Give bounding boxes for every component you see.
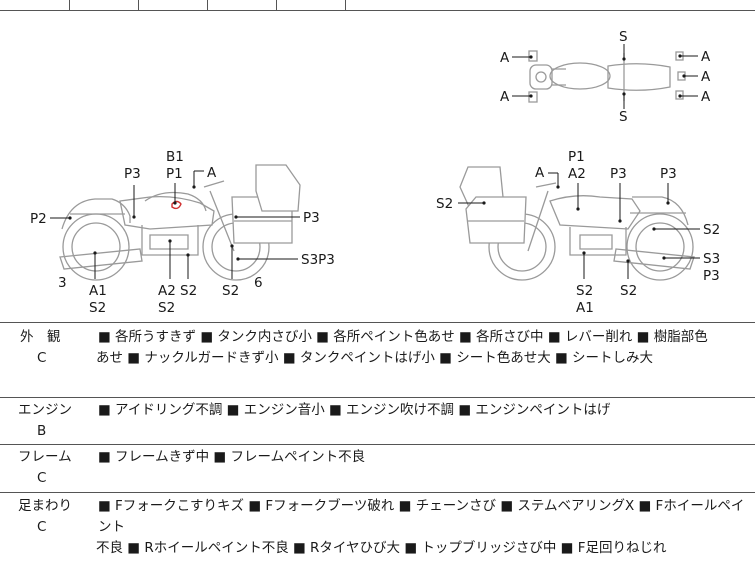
left-label: P3 <box>124 166 141 182</box>
right-label: A1 <box>576 300 594 316</box>
row-header: 外 観 C <box>0 327 90 369</box>
right-label: S2 <box>703 222 720 238</box>
left-label: S2 <box>180 283 197 299</box>
grade-label: B <box>37 423 47 439</box>
right-view-bike <box>459 166 695 281</box>
top-cell <box>138 0 208 10</box>
left-label: B1 <box>166 149 184 165</box>
row-description: ■ Fフォークこすりキズ ■ Fフォークブーツ破れ ■ チェーンさび ■ ステム… <box>96 496 748 559</box>
right-view-leaders <box>458 172 700 279</box>
left-label: P2 <box>30 211 47 227</box>
damage-diagram: S A A A A A S <box>0 11 755 323</box>
row-description: ■ フレームきず中 ■ フレームペイント不良 <box>98 447 748 468</box>
right-label: P3 <box>610 166 627 182</box>
top-cell <box>276 0 346 10</box>
left-label: S2 <box>89 300 106 316</box>
grade-label: C <box>37 519 47 535</box>
right-label: S3 <box>703 251 720 267</box>
top-cell <box>69 0 139 10</box>
right-label: S2 <box>436 196 453 212</box>
top-divider <box>0 10 755 11</box>
left-label: S3P3 <box>301 252 335 268</box>
table-row: エンジン B ■ アイドリング不調 ■ エンジン音小 ■ エンジン吹け不調 ■ … <box>0 397 755 445</box>
left-label: 3 <box>58 275 67 291</box>
row-description: ■ 各所うすきず ■ タンク内さび小 ■ 各所ペイント色あせ ■ 各所さび中 ■… <box>96 327 748 369</box>
left-label: 6 <box>254 275 263 291</box>
top-view-leaders <box>512 44 698 109</box>
right-label: P3 <box>660 166 677 182</box>
right-label: S2 <box>620 283 637 299</box>
table-top-row <box>0 0 755 11</box>
left-label: S2 <box>222 283 239 299</box>
grade-label: C <box>37 470 47 486</box>
category-label: フレーム <box>18 449 72 465</box>
top-label: A <box>701 49 711 65</box>
category-label: 外 観 <box>20 329 61 345</box>
left-view-bike <box>59 164 301 281</box>
top-label: A <box>701 89 711 105</box>
top-label: S <box>619 109 628 125</box>
row-description: ■ アイドリング不調 ■ エンジン音小 ■ エンジン吹け不調 ■ エンジンペイン… <box>98 400 748 421</box>
diagram-svg: S A A A A A S <box>30 29 720 316</box>
right-label: A <box>535 165 545 181</box>
description-line: 不良 ■ Rホイールペイント不良 ■ Rタイヤひび大 ■ トップブリッジさび中 … <box>96 540 667 556</box>
left-label: S2 <box>158 300 175 316</box>
top-cell <box>0 0 70 10</box>
top-label: A <box>500 89 510 105</box>
top-cell <box>207 0 277 10</box>
description-line: ■ アイドリング不調 ■ エンジン音小 ■ エンジン吹け不調 ■ エンジンペイン… <box>98 402 611 418</box>
left-label: A <box>207 165 217 181</box>
table-row: フレーム C ■ フレームきず中 ■ フレームペイント不良 <box>0 444 755 493</box>
top-view-bike <box>528 50 686 103</box>
row-header: エンジン B <box>0 400 90 442</box>
top-label: S <box>619 29 628 45</box>
top-label: A <box>701 69 711 85</box>
left-label: P3 <box>303 210 320 226</box>
right-label: P1 <box>568 149 585 165</box>
left-label: A1 <box>89 283 107 299</box>
category-label: 足まわり <box>18 498 72 514</box>
category-label: エンジン <box>18 402 72 418</box>
right-label: A2 <box>568 166 586 182</box>
left-label: A2 <box>158 283 176 299</box>
row-header: 足まわり C <box>0 496 90 538</box>
right-label: S2 <box>576 283 593 299</box>
left-label: P1 <box>166 166 183 182</box>
table-row: 足まわり C ■ Fフォークこすりキズ ■ Fフォークブーツ破れ ■ チェーンさ… <box>0 492 755 561</box>
right-label: P3 <box>703 268 720 284</box>
left-view-leaders <box>50 170 300 279</box>
grade-label: C <box>37 350 47 366</box>
description-line: ■ Fフォークこすりキズ ■ Fフォークブーツ破れ ■ チェーンさび ■ ステム… <box>98 498 745 535</box>
row-header: フレーム C <box>0 447 90 489</box>
table-row: 外 観 C ■ 各所うすきず ■ タンク内さび小 ■ 各所ペイント色あせ ■ 各… <box>0 322 755 398</box>
top-label: A <box>500 50 510 66</box>
description-line: あせ ■ ナックルガードきず小 ■ タンクペイントはげ小 ■ シート色あせ大 ■… <box>96 350 654 366</box>
description-line: ■ フレームきず中 ■ フレームペイント不良 <box>98 449 366 465</box>
description-line: ■ 各所うすきず ■ タンク内さび小 ■ 各所ペイント色あせ ■ 各所さび中 ■… <box>98 329 708 345</box>
